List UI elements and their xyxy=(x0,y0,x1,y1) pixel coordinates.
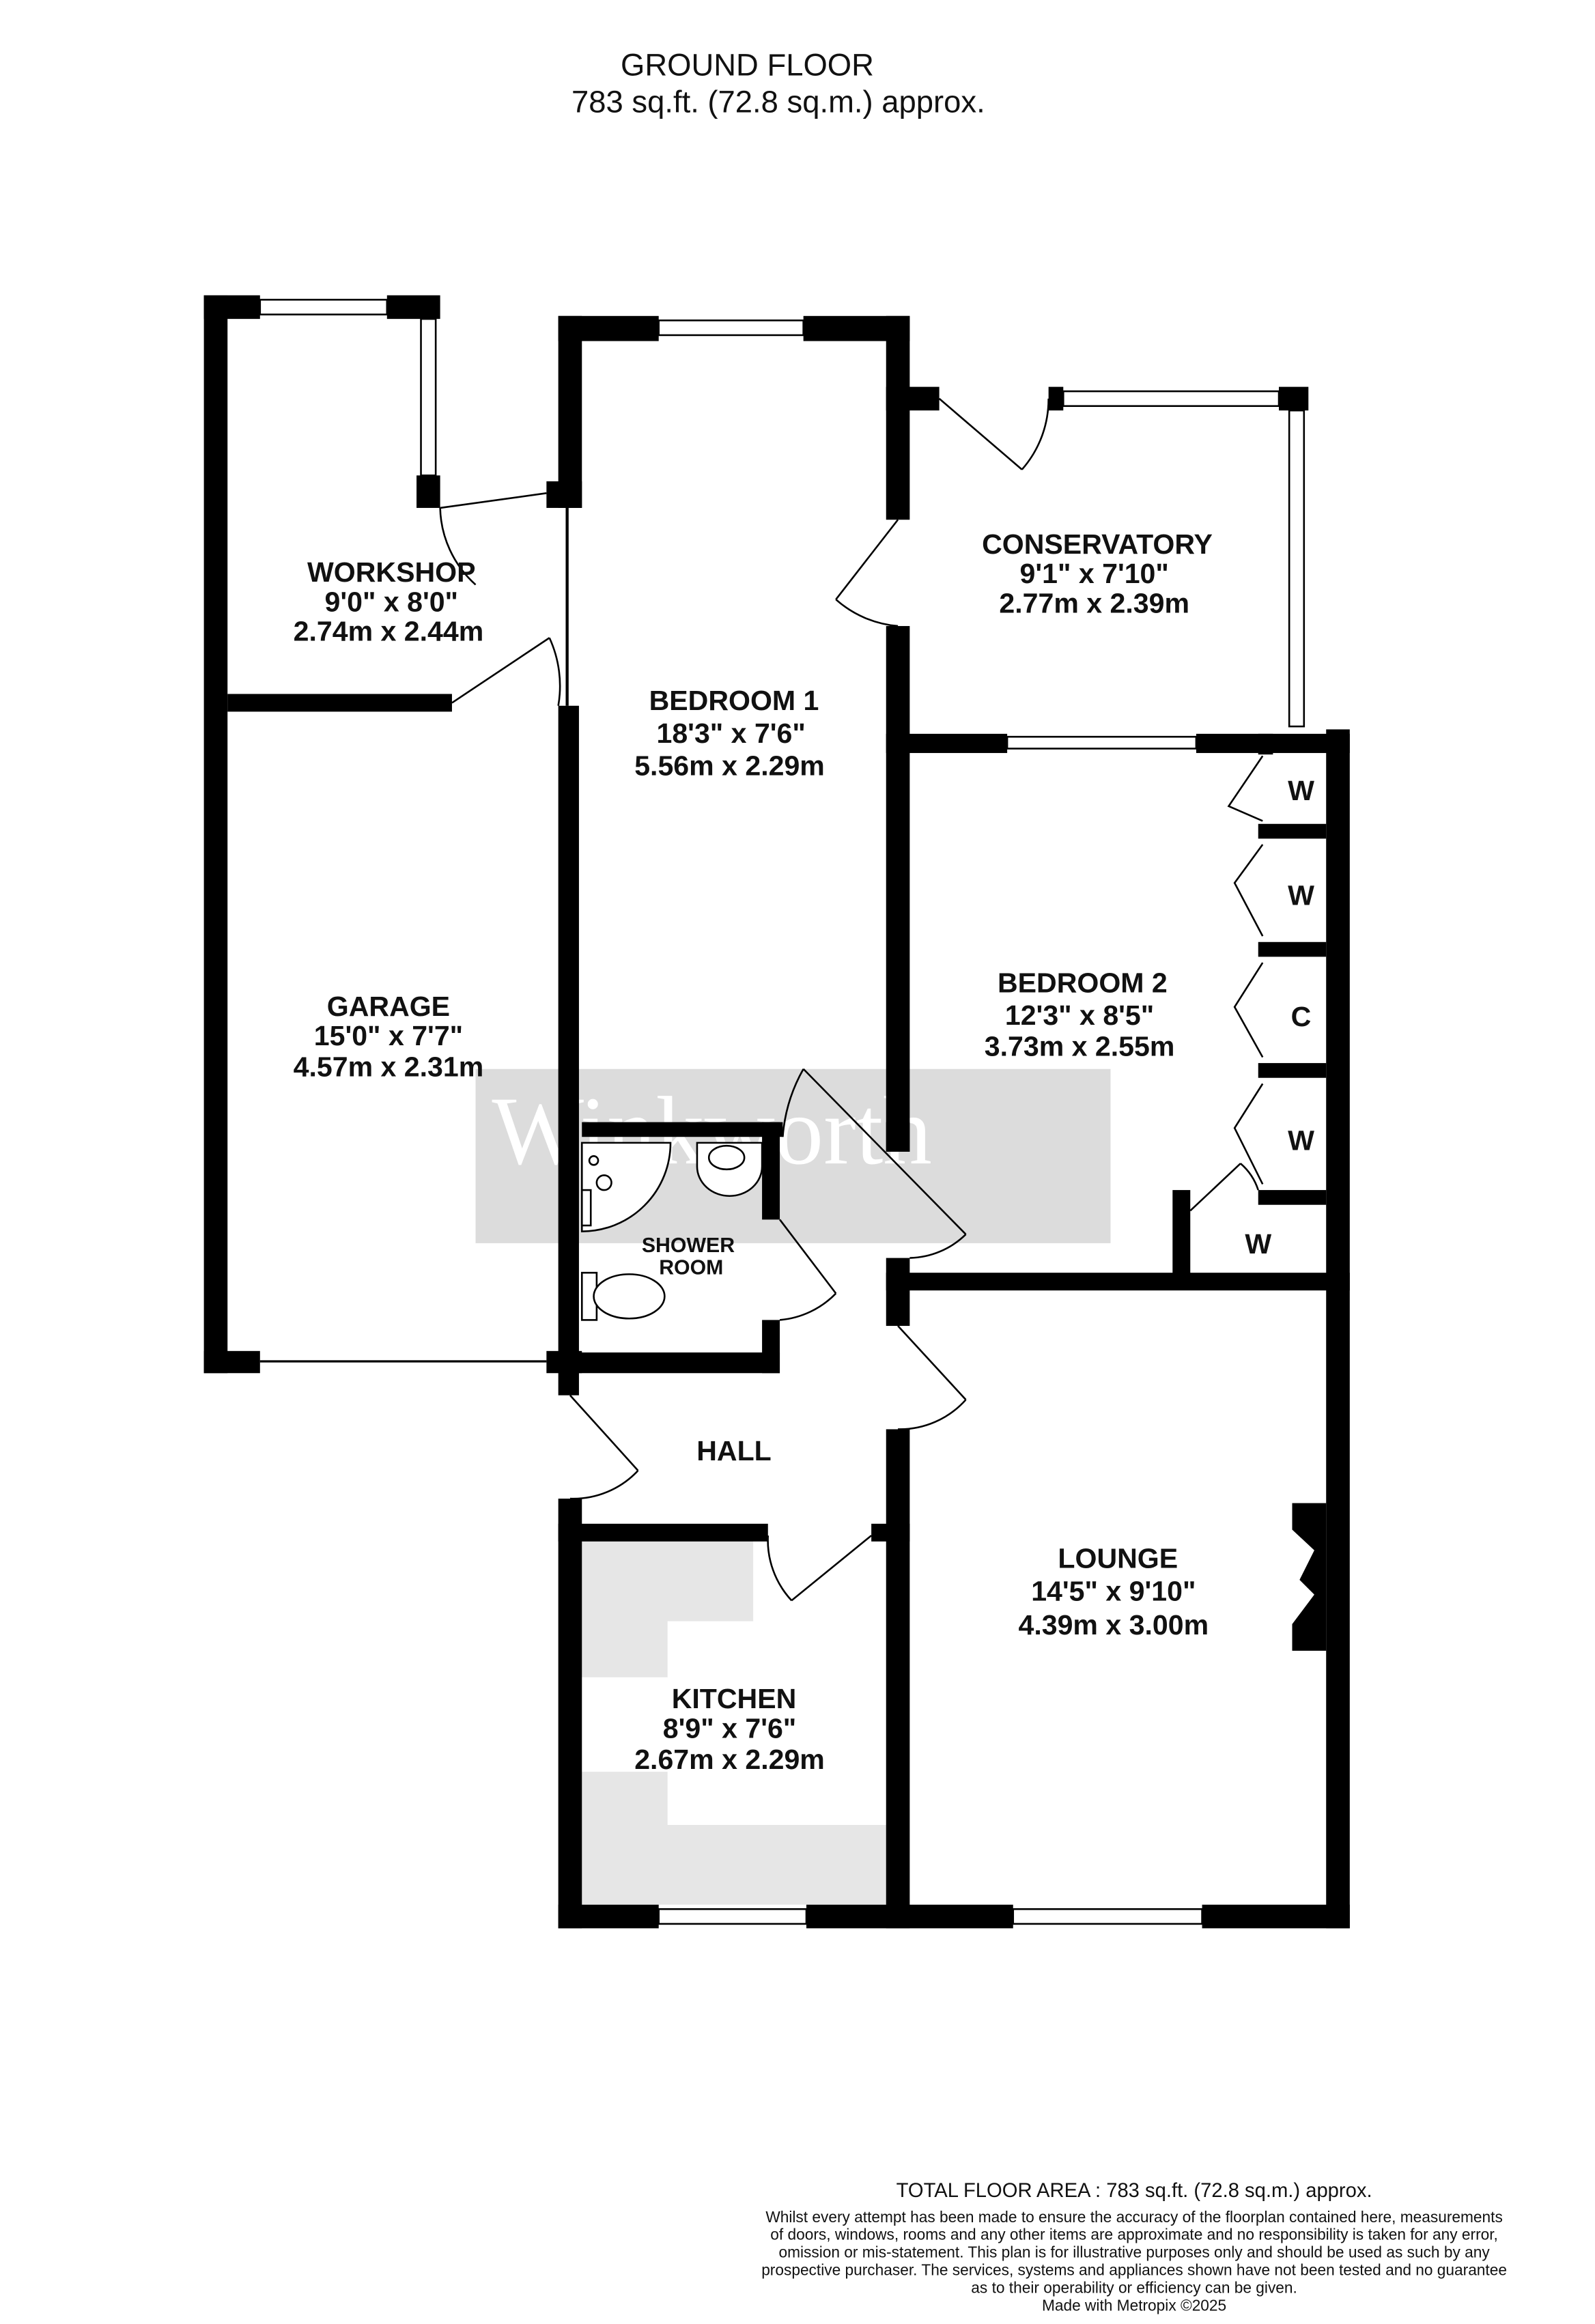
kitchen-units xyxy=(582,1541,890,1905)
disclaimer-line: prospective purchaser. The services, sys… xyxy=(761,2261,1507,2279)
shower-valve xyxy=(588,1155,599,1166)
toilet-bowl xyxy=(593,1273,666,1320)
cupboard-labels: W W C W W xyxy=(1245,775,1314,1260)
room-imperial: 18'3" x 7'6" xyxy=(656,718,805,749)
disclaimer-line: omission or mis-statement. This plan is … xyxy=(778,2243,1490,2261)
disclaimer-line: Whilst every attempt has been made to en… xyxy=(765,2208,1503,2226)
wardrobe-label: W xyxy=(1245,1228,1271,1260)
room-bedroom1: BEDROOM 1 18'3" x 7'6" 5.56m x 2.29m xyxy=(634,685,825,781)
room-metric: 4.57m x 2.31m xyxy=(294,1051,484,1083)
disclaimer-line: as to their operability or efficiency ca… xyxy=(971,2279,1297,2297)
room-lounge: LOUNGE 14'5" x 9'10" 4.39m x 3.00m xyxy=(1018,1543,1209,1641)
room-imperial: 9'1" x 7'10" xyxy=(1019,558,1168,589)
room-metric: 5.56m x 2.29m xyxy=(634,750,825,781)
room-imperial: 8'9" x 7'6" xyxy=(663,1712,797,1744)
room-imperial: 14'5" x 9'10" xyxy=(1031,1575,1196,1606)
room-name-line2: ROOM xyxy=(659,1256,723,1279)
room-kitchen: KITCHEN 8'9" x 7'6" 2.67m x 2.29m xyxy=(634,1683,825,1775)
windows xyxy=(259,298,1305,1925)
room-name: BEDROOM 1 xyxy=(649,685,819,716)
room-name-line1: SHOWER xyxy=(642,1234,735,1257)
credit: Made with Metropix ©2025 xyxy=(1042,2297,1226,2314)
shower-seat xyxy=(580,1189,592,1227)
total-floor-area: TOTAL FLOOR AREA : 783 sq.ft. (72.8 sq.m… xyxy=(897,2180,1372,2202)
room-metric: 2.77m x 2.39m xyxy=(999,587,1189,619)
doors xyxy=(439,397,1264,1602)
wardrobe-label: W xyxy=(1288,1125,1314,1157)
room-imperial: 9'0" x 8'0" xyxy=(324,586,458,617)
room-garage: GARAGE 15'0" x 7'7" 4.57m x 2.31m xyxy=(294,991,484,1083)
room-conservatory: CONSERVATORY 9'1" x 7'10" 2.77m x 2.39m xyxy=(982,528,1213,619)
room-shower-room: SHOWER ROOM xyxy=(642,1234,735,1279)
cupboard-label: C xyxy=(1291,1001,1312,1032)
room-metric: 4.39m x 3.00m xyxy=(1018,1609,1209,1641)
room-workshop: WORKSHOP 9'0" x 8'0" 2.74m x 2.44m xyxy=(294,556,484,647)
shower-drain xyxy=(595,1174,612,1191)
room-name: CONSERVATORY xyxy=(982,528,1213,560)
basin-bowl xyxy=(707,1144,746,1171)
room-name: LOUNGE xyxy=(1058,1543,1178,1574)
wardrobe-label: W xyxy=(1288,775,1314,806)
bathroom-fixtures xyxy=(580,1142,763,1321)
floor-area: 783 sq.ft. (72.8 sq.m.) approx. xyxy=(571,84,985,119)
room-imperial: 12'3" x 8'5" xyxy=(1005,1000,1154,1031)
room-imperial: 15'0" x 7'7" xyxy=(314,1020,463,1051)
room-name: HALL xyxy=(696,1435,772,1466)
floor-title: GROUND FLOOR xyxy=(621,47,874,82)
room-hall: HALL xyxy=(696,1435,772,1466)
room-bedroom2: BEDROOM 2 12'3" x 8'5" 3.73m x 2.55m xyxy=(985,967,1175,1062)
disclaimer-line: of doors, windows, rooms and any other i… xyxy=(770,2226,1498,2243)
room-metric: 2.74m x 2.44m xyxy=(294,616,484,647)
room-name: KITCHEN xyxy=(672,1683,797,1714)
room-name: GARAGE xyxy=(327,991,450,1022)
footer: TOTAL FLOOR AREA : 783 sq.ft. (72.8 sq.m… xyxy=(761,2180,1507,2314)
room-name: WORKSHOP xyxy=(307,556,475,588)
wardrobe-label: W xyxy=(1288,880,1314,911)
room-name: BEDROOM 2 xyxy=(998,967,1168,998)
shower-tray xyxy=(580,1142,672,1232)
walls xyxy=(203,295,1350,1929)
room-metric: 3.73m x 2.55m xyxy=(985,1030,1175,1062)
room-metric: 2.67m x 2.29m xyxy=(634,1744,825,1775)
